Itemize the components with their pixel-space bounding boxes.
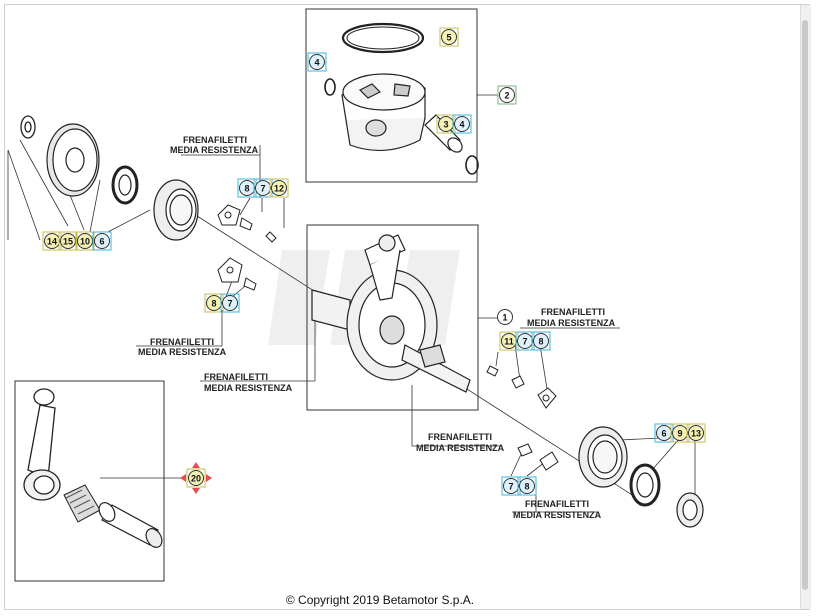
needle-bearing <box>63 484 101 523</box>
callout-number: 10 <box>80 237 90 247</box>
callout-number: 7 <box>227 299 232 309</box>
woodruff-key <box>486 365 499 377</box>
bearing-retainer-top <box>217 204 277 243</box>
callout-number: 7 <box>522 337 527 347</box>
callout-c9[interactable]: 9 <box>670 423 690 443</box>
callout-c13[interactable]: 13 <box>686 423 706 443</box>
callout-number: 12 <box>274 184 284 194</box>
callout-number: 15 <box>63 237 73 247</box>
callout-number: 8 <box>524 482 529 492</box>
callout-c4a[interactable]: 4 <box>307 52 327 72</box>
left-main-bearing <box>153 179 199 241</box>
callout-c2[interactable]: 2 <box>497 85 517 105</box>
crank-pin <box>98 502 163 548</box>
left-oil-seal <box>111 165 139 205</box>
callout-c14[interactable]: 14 <box>42 231 62 251</box>
note-line-1: FRENAFILETTI <box>525 499 589 509</box>
callout-number: 8 <box>244 184 249 194</box>
callout-c7c[interactable]: 7 <box>515 331 535 351</box>
callout-c7d[interactable]: 7 <box>501 476 521 496</box>
note-threadlock-5: FRENAFILETTI MEDIA RESISTENZA <box>416 432 505 453</box>
piston-ring <box>341 22 425 54</box>
connecting-rod <box>23 388 61 501</box>
callout-number: 6 <box>661 429 666 439</box>
callout-c11[interactable]: 11 <box>499 331 519 351</box>
note-line-2: MEDIA RESISTENZA <box>204 383 293 393</box>
callout-number: 4 <box>459 120 464 130</box>
callout-number: 4 <box>314 58 319 68</box>
piston-group-box <box>305 8 478 183</box>
callout-number: 5 <box>446 33 451 43</box>
note-threadlock-4: FRENAFILETTI MEDIA RESISTENZA <box>527 307 616 328</box>
crankshaft <box>311 234 471 393</box>
note-threadlock-3: FRENAFILETTI MEDIA RESISTENZA <box>204 372 293 393</box>
note-line-1: FRENAFILETTI <box>150 337 214 347</box>
callout-number: 20 <box>191 474 201 484</box>
callout-c8b[interactable]: 8 <box>204 293 224 313</box>
callout-c6b[interactable]: 6 <box>654 423 674 443</box>
callout-number: 7 <box>508 482 513 492</box>
right-oil-seal <box>629 463 661 507</box>
callout-20-indicator <box>180 462 212 494</box>
callout-c10[interactable]: 10 <box>75 231 95 251</box>
callout-number: 14 <box>47 237 57 247</box>
callout-number: 9 <box>677 429 682 439</box>
scrollbar-thumb[interactable] <box>802 20 808 590</box>
note-threadlock-6: FRENAFILETTI MEDIA RESISTENZA <box>513 499 602 520</box>
callout-c7a[interactable]: 7 <box>253 178 273 198</box>
callout-c7b[interactable]: 7 <box>220 293 240 313</box>
note-line-2: MEDIA RESISTENZA <box>170 145 259 155</box>
note-line-2: MEDIA RESISTENZA <box>416 443 505 453</box>
note-threadlock-1: FRENAFILETTI MEDIA RESISTENZA <box>170 135 259 155</box>
callout-c20[interactable]: 20 <box>186 468 206 488</box>
callout-c6a[interactable]: 6 <box>92 231 112 251</box>
note-line-1: FRENAFILETTI <box>541 307 605 317</box>
note-threadlock-2: FRENAFILETTI MEDIA RESISTENZA <box>138 337 227 357</box>
circlip-left <box>324 78 336 96</box>
circlip-right <box>465 155 479 175</box>
callout-c8a[interactable]: 8 <box>237 178 257 198</box>
callout-c15[interactable]: 15 <box>58 231 78 251</box>
callout-c5[interactable]: 5 <box>439 27 459 47</box>
conrod-group-box <box>14 380 165 582</box>
note-line-1: FRENAFILETTI <box>428 432 492 442</box>
callout-number: 13 <box>691 429 701 439</box>
left-nut <box>20 115 36 139</box>
callout-number: 1 <box>502 313 507 323</box>
bearing-retainer-mid <box>217 257 257 291</box>
bearing-retainer-right <box>511 375 559 471</box>
callout-c8d[interactable]: 8 <box>517 476 537 496</box>
callout-number: 3 <box>443 120 448 130</box>
callout-c12[interactable]: 12 <box>269 178 289 198</box>
callout-number: 8 <box>211 299 216 309</box>
right-nut <box>676 492 704 528</box>
callout-c1[interactable]: 1 <box>497 309 513 325</box>
right-main-bearing <box>578 426 628 488</box>
callout-number: 11 <box>504 337 514 347</box>
note-line-2: MEDIA RESISTENZA <box>138 347 227 357</box>
callout-c8c[interactable]: 8 <box>531 331 551 351</box>
piston <box>341 73 426 152</box>
note-line-2: MEDIA RESISTENZA <box>513 510 602 520</box>
copyright-text: © Copyright 2019 Betamotor S.p.A. <box>285 593 475 607</box>
callout-number: 8 <box>538 337 543 347</box>
crankshaft-group-box <box>306 224 479 411</box>
callout-number: 6 <box>99 237 104 247</box>
callout-number: 7 <box>260 184 265 194</box>
note-line-1: FRENAFILETTI <box>183 135 247 145</box>
note-line-1: FRENAFILETTI <box>204 372 268 382</box>
note-line-2: MEDIA RESISTENZA <box>527 318 616 328</box>
callout-number: 2 <box>504 91 509 101</box>
timing-gear <box>46 123 100 197</box>
callout-c4b[interactable]: 4 <box>452 114 472 134</box>
